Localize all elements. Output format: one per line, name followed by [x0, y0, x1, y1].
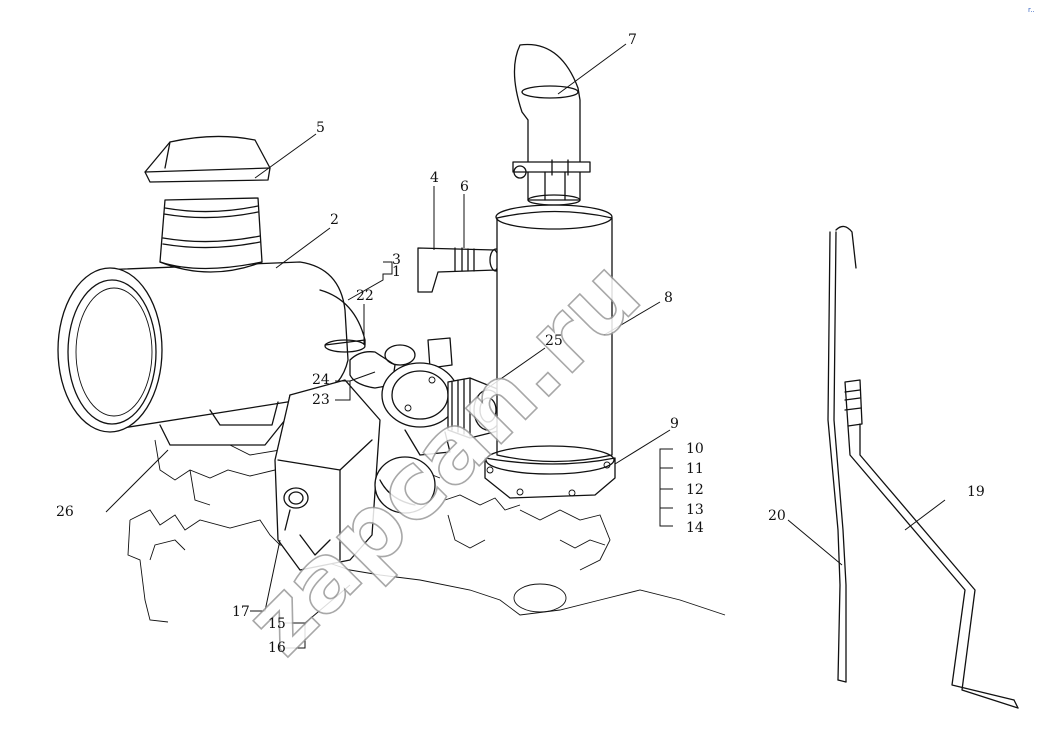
intake-elbow — [417, 247, 503, 293]
callout-14: 14 — [686, 520, 704, 536]
callout-5: 5 — [316, 120, 325, 136]
callout-10: 10 — [686, 441, 704, 457]
callout-7: 7 — [628, 32, 637, 48]
callout-8: 8 — [664, 290, 673, 306]
callout-11: 11 — [686, 461, 704, 477]
callout-3: 3 — [392, 252, 401, 268]
precleaner-cap — [144, 135, 271, 273]
leader-lines — [105, 43, 946, 649]
callout-15: 15 — [268, 616, 286, 632]
callout-16: 16 — [268, 640, 286, 656]
callout-25: 25 — [545, 333, 563, 349]
callout-13: 13 — [686, 502, 704, 518]
callout-19: 19 — [967, 484, 985, 500]
callout-labels: 7 5 4 6 2 3 1 22 8 25 24 23 9 10 11 12 1… — [56, 32, 985, 656]
callout-22: 22 — [356, 288, 374, 304]
callout-1: 1 — [392, 264, 401, 280]
corner-mark: r.. — [1028, 6, 1035, 14]
callout-24: 24 — [312, 372, 330, 388]
callout-17: 17 — [232, 604, 250, 620]
callout-4: 4 — [430, 170, 439, 186]
dipstick-tube — [844, 379, 1019, 709]
callout-9: 9 — [670, 416, 679, 432]
callout-6: 6 — [460, 179, 469, 195]
callout-2: 2 — [330, 212, 339, 228]
callout-12: 12 — [686, 482, 704, 498]
dipstick — [827, 225, 857, 683]
air-cleaner — [57, 261, 366, 446]
callout-26: 26 — [56, 504, 74, 520]
callout-20: 20 — [768, 508, 786, 524]
exhaust-stack — [512, 43, 591, 206]
callout-23: 23 — [312, 392, 330, 408]
manifold-bracket — [274, 379, 436, 571]
muffler — [484, 204, 616, 499]
